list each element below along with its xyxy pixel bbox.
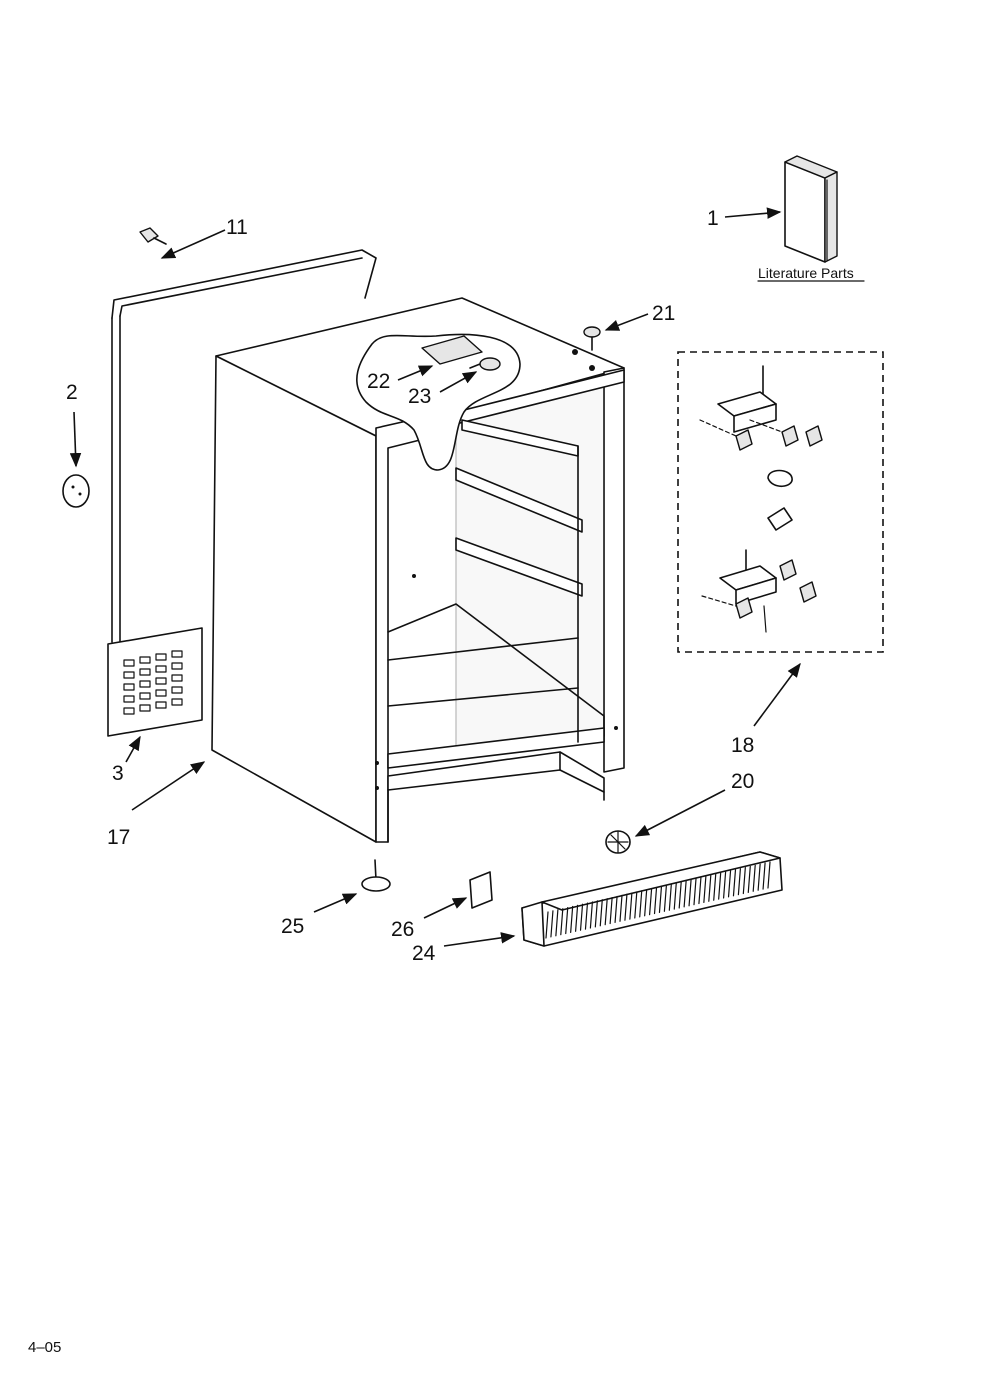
grille-slat <box>708 874 712 902</box>
footer-code: 4–05 <box>28 1339 61 1356</box>
callout-1: 1 <box>707 207 719 230</box>
grille-slat <box>550 910 554 938</box>
vent-grille-slots <box>123 650 183 715</box>
callout-23: 23 <box>408 385 431 408</box>
grille-slat <box>604 898 608 926</box>
hinge-cap-2 <box>767 507 793 531</box>
arrow-24 <box>443 932 516 947</box>
grille-slat <box>624 893 628 921</box>
grille-slat <box>545 911 549 939</box>
plug-part-2 <box>62 474 90 508</box>
grille-slat <box>747 865 751 894</box>
literature-parts-label: Literature Parts <box>758 265 854 281</box>
arrow-2 <box>69 411 82 468</box>
arrow-21 <box>604 313 649 331</box>
grille-slat <box>570 905 574 934</box>
grille-slats <box>545 861 771 939</box>
grille-slat <box>629 892 633 920</box>
hinge-cap-1 <box>767 469 793 488</box>
top-cutaway-bubble <box>356 333 521 471</box>
grille-slat <box>555 909 559 937</box>
grille-slat <box>683 880 687 908</box>
literature-book-illustration <box>784 155 838 263</box>
arrow-3 <box>125 735 141 763</box>
grille-slat <box>713 873 717 901</box>
back-panel-frame <box>107 249 377 737</box>
leveling-leg-part-25 <box>361 859 391 892</box>
knob-part-20 <box>605 830 631 854</box>
grille-slat <box>718 872 722 900</box>
upper-hinge <box>699 365 823 451</box>
arrow-25 <box>313 893 358 913</box>
grille-slat <box>658 885 663 914</box>
grille-slat <box>737 868 742 896</box>
hinge-kit-box <box>677 351 884 653</box>
arrow-26 <box>423 897 468 919</box>
callout-21: 21 <box>652 302 675 325</box>
grille-slat <box>663 884 668 912</box>
callout-11: 11 <box>226 216 248 239</box>
grille-slat <box>678 881 682 909</box>
grille-slat <box>767 861 771 889</box>
arrow-11 <box>160 229 226 259</box>
grille-slat <box>757 863 761 891</box>
callout-20: 20 <box>731 770 754 793</box>
toe-grille-part-24 <box>521 851 783 947</box>
grille-slat <box>752 864 756 892</box>
grille-slat <box>727 870 732 898</box>
grille-slat <box>722 871 727 899</box>
grille-slat <box>599 899 603 927</box>
grille-slat <box>574 904 579 932</box>
callout-24: 24 <box>412 942 436 965</box>
grille-slat <box>589 901 594 929</box>
grille-slat <box>703 875 707 904</box>
arrow-22 <box>397 365 434 381</box>
arrow-17 <box>131 761 206 811</box>
arrow-1 <box>724 207 782 219</box>
arrow-20 <box>634 789 726 837</box>
grille-slat <box>653 886 658 915</box>
grille-slat <box>565 906 569 935</box>
callout-25: 25 <box>281 915 304 938</box>
grille-slat <box>698 876 702 905</box>
grille-slat <box>634 891 638 919</box>
grille-slat <box>673 882 677 910</box>
cap-part-21 <box>583 326 601 351</box>
grille-slat <box>614 895 618 924</box>
grille-slat <box>742 866 746 895</box>
grille-slat <box>579 903 584 931</box>
grille-slat <box>648 888 653 916</box>
callout-17: 17 <box>107 826 130 849</box>
callout-22: 22 <box>367 370 390 393</box>
grille-slat <box>619 894 623 922</box>
fitting-part-23 <box>469 357 501 371</box>
callout-2: 2 <box>66 381 78 404</box>
callout-3: 3 <box>112 762 124 785</box>
callout-26: 26 <box>391 918 414 941</box>
screw-part-11 <box>139 227 167 245</box>
clip-part-26 <box>469 871 493 909</box>
arrow-23 <box>439 371 478 393</box>
callout-18: 18 <box>731 734 754 757</box>
grille-slat <box>560 908 564 936</box>
grille-slat <box>594 900 598 928</box>
grille-slat <box>668 883 672 911</box>
grille-slat <box>584 902 589 930</box>
grille-slat <box>644 889 648 917</box>
grille-slat <box>732 869 737 897</box>
grille-slat <box>693 878 697 906</box>
grille-slat <box>639 890 643 918</box>
grille-slat <box>609 896 613 925</box>
arrow-18 <box>753 662 801 727</box>
lower-hinge <box>701 549 817 633</box>
grille-slat <box>762 862 766 890</box>
grille-slat <box>688 879 692 907</box>
